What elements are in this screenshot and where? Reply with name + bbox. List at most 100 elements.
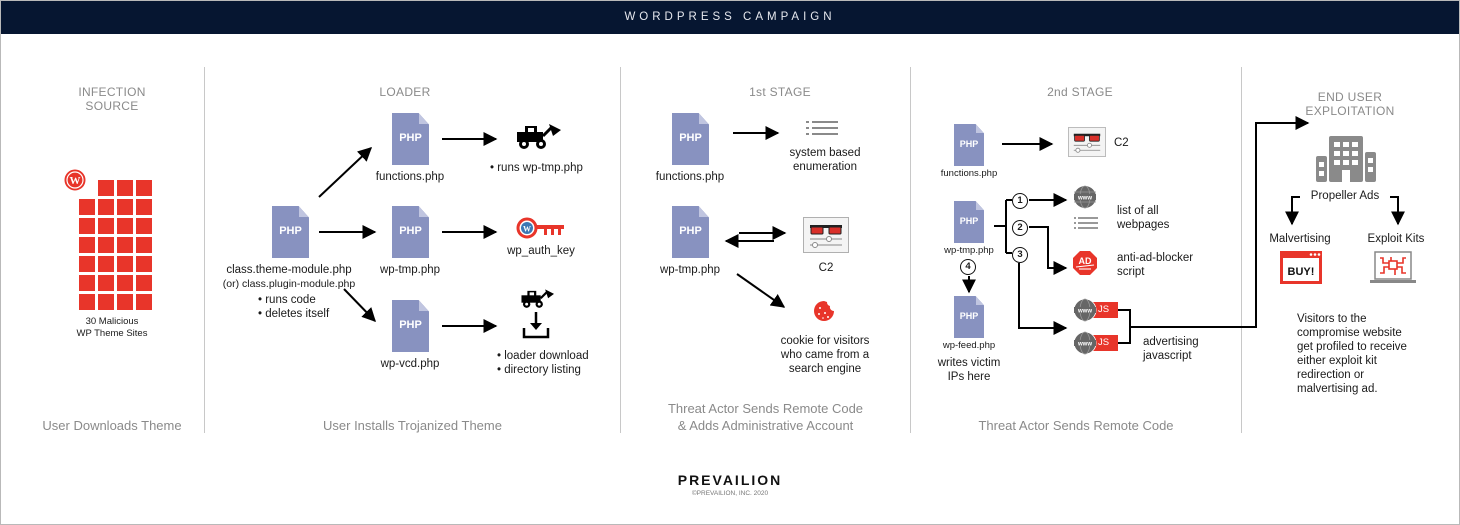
file-label: wp-vcd.php: [380, 358, 440, 370]
site-tile: [117, 275, 133, 291]
source-file-label: class.theme-module.php (or) class.plugin…: [214, 263, 364, 291]
site-tile: [98, 294, 114, 310]
site-tile: [98, 180, 114, 196]
php-file-icon: PHP: [392, 206, 429, 258]
label-line: javascript: [1143, 350, 1192, 362]
c2-label: C2: [818, 262, 834, 274]
php-file-icon: PHP: [672, 113, 709, 165]
step-1-badge: 1: [1012, 193, 1028, 209]
www-globe-icon: www: [1073, 331, 1097, 355]
label-line: malvertising ad.: [1297, 383, 1378, 395]
php-file-icon: PHP: [392, 300, 429, 352]
exploit-kits-label: Exploit Kits: [1367, 233, 1425, 245]
ad-block-icon: AD: [1073, 251, 1097, 275]
caption-line: & Adds Administrative Account: [677, 418, 854, 433]
title-line: SOURCE: [85, 99, 139, 113]
label-line: script: [1117, 266, 1145, 278]
loader-truck-icon: [521, 289, 554, 308]
label-line: who came from a: [780, 349, 870, 361]
file-label: wp-tmp.php: [379, 264, 441, 276]
file-label: functions.php: [940, 168, 998, 179]
bullet: • loader download: [497, 350, 589, 362]
svg-text:BUY!: BUY!: [1288, 266, 1315, 278]
label-line: IPs here: [947, 371, 991, 383]
site-tile: [79, 294, 95, 310]
label-line: get profiled to receive: [1297, 341, 1407, 353]
file-label: functions.php: [655, 171, 725, 183]
stage2-caption: Threat Actor Sends Remote Code: [978, 418, 1174, 433]
malvertising-label: Malvertising: [1269, 233, 1331, 245]
list-icon: [806, 121, 838, 135]
stage1-caption: Threat Actor Sends Remote Code & Adds Ad…: [621, 400, 910, 434]
site-tile: [79, 218, 95, 234]
result-label: system based enumeration: [770, 146, 880, 174]
result-label: • loader download • directory listing: [497, 349, 589, 377]
label-line: class.theme-module.php: [226, 264, 352, 276]
cookie-label: cookie for visitors who came from a sear…: [760, 334, 890, 376]
result-label: anti-ad-blocker script: [1117, 251, 1193, 279]
wordpress-logo-icon: W: [63, 168, 87, 192]
label-line: enumeration: [793, 161, 857, 173]
stage2-section-title: 2nd STAGE: [1047, 85, 1113, 99]
result-label: advertising javascript: [1143, 335, 1199, 363]
label-line: cookie for visitors: [780, 335, 870, 347]
stage1-section-title: 1st STAGE: [749, 85, 811, 99]
c2-server-icon: [1068, 127, 1106, 157]
php-file-icon: PHP: [392, 113, 429, 165]
result-label: list of all webpages: [1117, 204, 1169, 232]
site-tile: [136, 237, 152, 253]
site-tile: [136, 275, 152, 291]
section-divider: [620, 67, 621, 433]
label-line: system based: [789, 147, 861, 159]
section-divider: [1241, 67, 1242, 433]
c2-label: C2: [1114, 137, 1129, 149]
php-file-icon: PHP: [672, 206, 709, 258]
site-tile: [136, 180, 152, 196]
site-tile: [117, 180, 133, 196]
feed-label: writes victim IPs here: [919, 356, 1019, 384]
label-line: anti-ad-blocker: [1117, 252, 1194, 264]
svg-text:www: www: [1077, 342, 1092, 348]
site-tile: [117, 256, 133, 272]
label-line: redirection or: [1297, 369, 1365, 381]
bullet: • deletes itself: [258, 308, 330, 320]
label-line: search engine: [788, 363, 862, 375]
caption-line: Threat Actor Sends Remote Code: [667, 401, 864, 416]
label-line: WP Theme Sites: [76, 328, 148, 339]
php-file-icon: PHP: [954, 296, 984, 338]
php-file-icon: PHP: [954, 201, 984, 243]
c2-server-icon: [803, 217, 849, 253]
header-title: WORDPRESS CAMPAIGN: [1, 1, 1459, 34]
site-tile: [98, 237, 114, 253]
label-line: advertising: [1143, 336, 1199, 348]
title-line: INFECTION: [78, 85, 146, 99]
site-tile: [117, 199, 133, 215]
svg-text:www: www: [1077, 196, 1092, 202]
site-tile: [136, 294, 152, 310]
site-tile: [117, 237, 133, 253]
svg-text:AD: AD: [1079, 256, 1092, 266]
propeller-ads-label: Propeller Ads: [1310, 190, 1380, 202]
svg-text:www: www: [1077, 309, 1092, 315]
section-divider: [910, 67, 911, 433]
end-user-section-title: END USER EXPLOITATION: [1280, 90, 1420, 118]
loader-section-title: LOADER: [379, 85, 431, 99]
site-tile: [98, 275, 114, 291]
copyright: ©PREVAILION, INC. 2020: [691, 490, 769, 497]
svg-text:W: W: [70, 175, 81, 187]
title-line: EXPLOITATION: [1305, 104, 1395, 118]
site-tile: [117, 218, 133, 234]
site-tile: [117, 294, 133, 310]
www-globe-icon: www: [1074, 185, 1096, 209]
loader-truck-icon: [517, 124, 561, 149]
result-label: wp_auth_key: [507, 245, 575, 257]
site-tile: [98, 256, 114, 272]
label-line: writes victim: [937, 357, 1001, 369]
infection-caption: User Downloads Theme: [42, 418, 182, 433]
result-label: • runs wp-tmp.php: [490, 162, 583, 174]
end-user-description: Visitors to the compromise website get p…: [1297, 312, 1407, 396]
js-badge: JS: [1090, 335, 1118, 351]
grid-label: 30 Malicious WP Theme Sites: [62, 316, 162, 340]
file-label: functions.php: [375, 171, 445, 183]
site-tile: [136, 218, 152, 234]
